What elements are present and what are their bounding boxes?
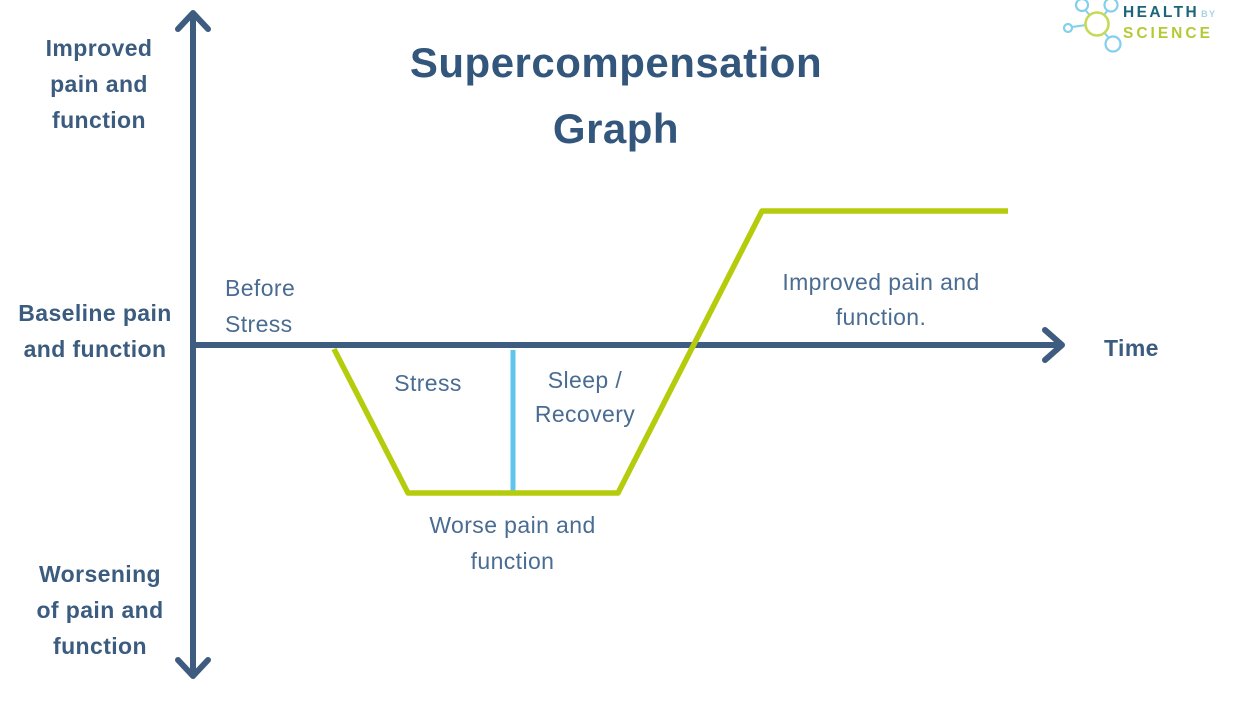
x-axis-label: Time (1104, 335, 1159, 361)
improved-pain-annotation: Improved pain and function. (782, 269, 980, 330)
x-axis (190, 327, 1065, 363)
before-stress-annotation: Before Stress (225, 275, 296, 337)
worse-pain-annotation: Worse pain and function (429, 512, 596, 574)
logo-molecule-icon (1062, 0, 1122, 53)
logo-word-science: SCIENCE (1123, 25, 1213, 42)
y-axis-top-label: Improved pain and function (45, 35, 153, 133)
y-axis-baseline-label: Baseline pain and function (18, 300, 172, 362)
y-axis-arrow-down-icon (175, 657, 211, 679)
supercompensation-curve (331, 208, 1008, 496)
logo-word-health: HEALTH (1123, 4, 1200, 21)
page-title: Supercompensation Graph (409, 39, 823, 152)
stress-annotation: Stress (394, 370, 462, 396)
y-axis-arrow-up-icon (175, 10, 211, 32)
logo-word-by: BY (1201, 9, 1217, 19)
x-axis-arrow-right-icon (1042, 327, 1065, 363)
sleep-recovery-annotation: Sleep / Recovery (534, 367, 636, 427)
y-axis-bottom-label: Worsening of pain and function (36, 561, 164, 659)
